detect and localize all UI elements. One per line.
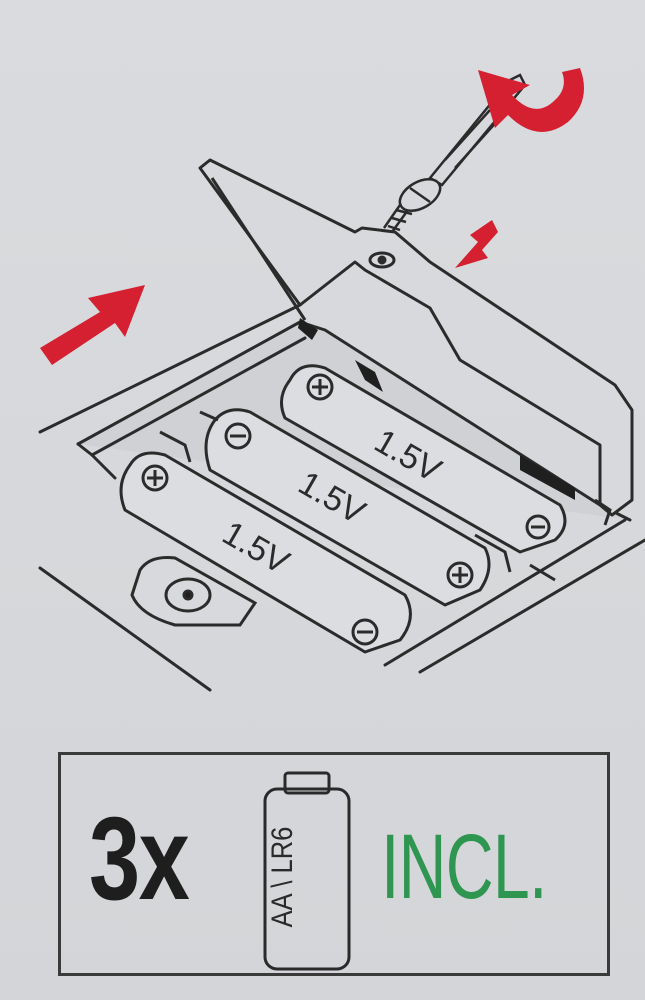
included-label: INCL. [381,816,547,918]
contact-strip [298,318,575,500]
rotate-arrow-icon [478,68,584,132]
arrow-icon [455,220,498,268]
housing-outline [38,303,302,434]
battery-type-label: AA \ LR6 [266,826,299,928]
compartment-floor-edge [383,518,627,667]
screw-mount-tab [130,556,258,627]
housing-outline [418,538,645,674]
battery-cell [279,364,567,554]
compartment-wall [90,336,307,457]
battery-cell [119,451,412,654]
battery-icon [263,771,351,971]
battery-compartment-diagram: 1.5V 1.5V 1.5V [38,68,645,692]
battery-cell [204,408,491,607]
battery-lid [198,158,634,517]
compartment-wall [76,442,117,480]
spring-terminal [159,410,612,582]
screw-icon [382,178,442,233]
housing-outline [38,566,212,692]
arrow-icon [40,285,145,365]
included-batteries-box: 3x AA \ LR6 INCL. [58,752,610,976]
battery-count: 3x [89,793,190,925]
